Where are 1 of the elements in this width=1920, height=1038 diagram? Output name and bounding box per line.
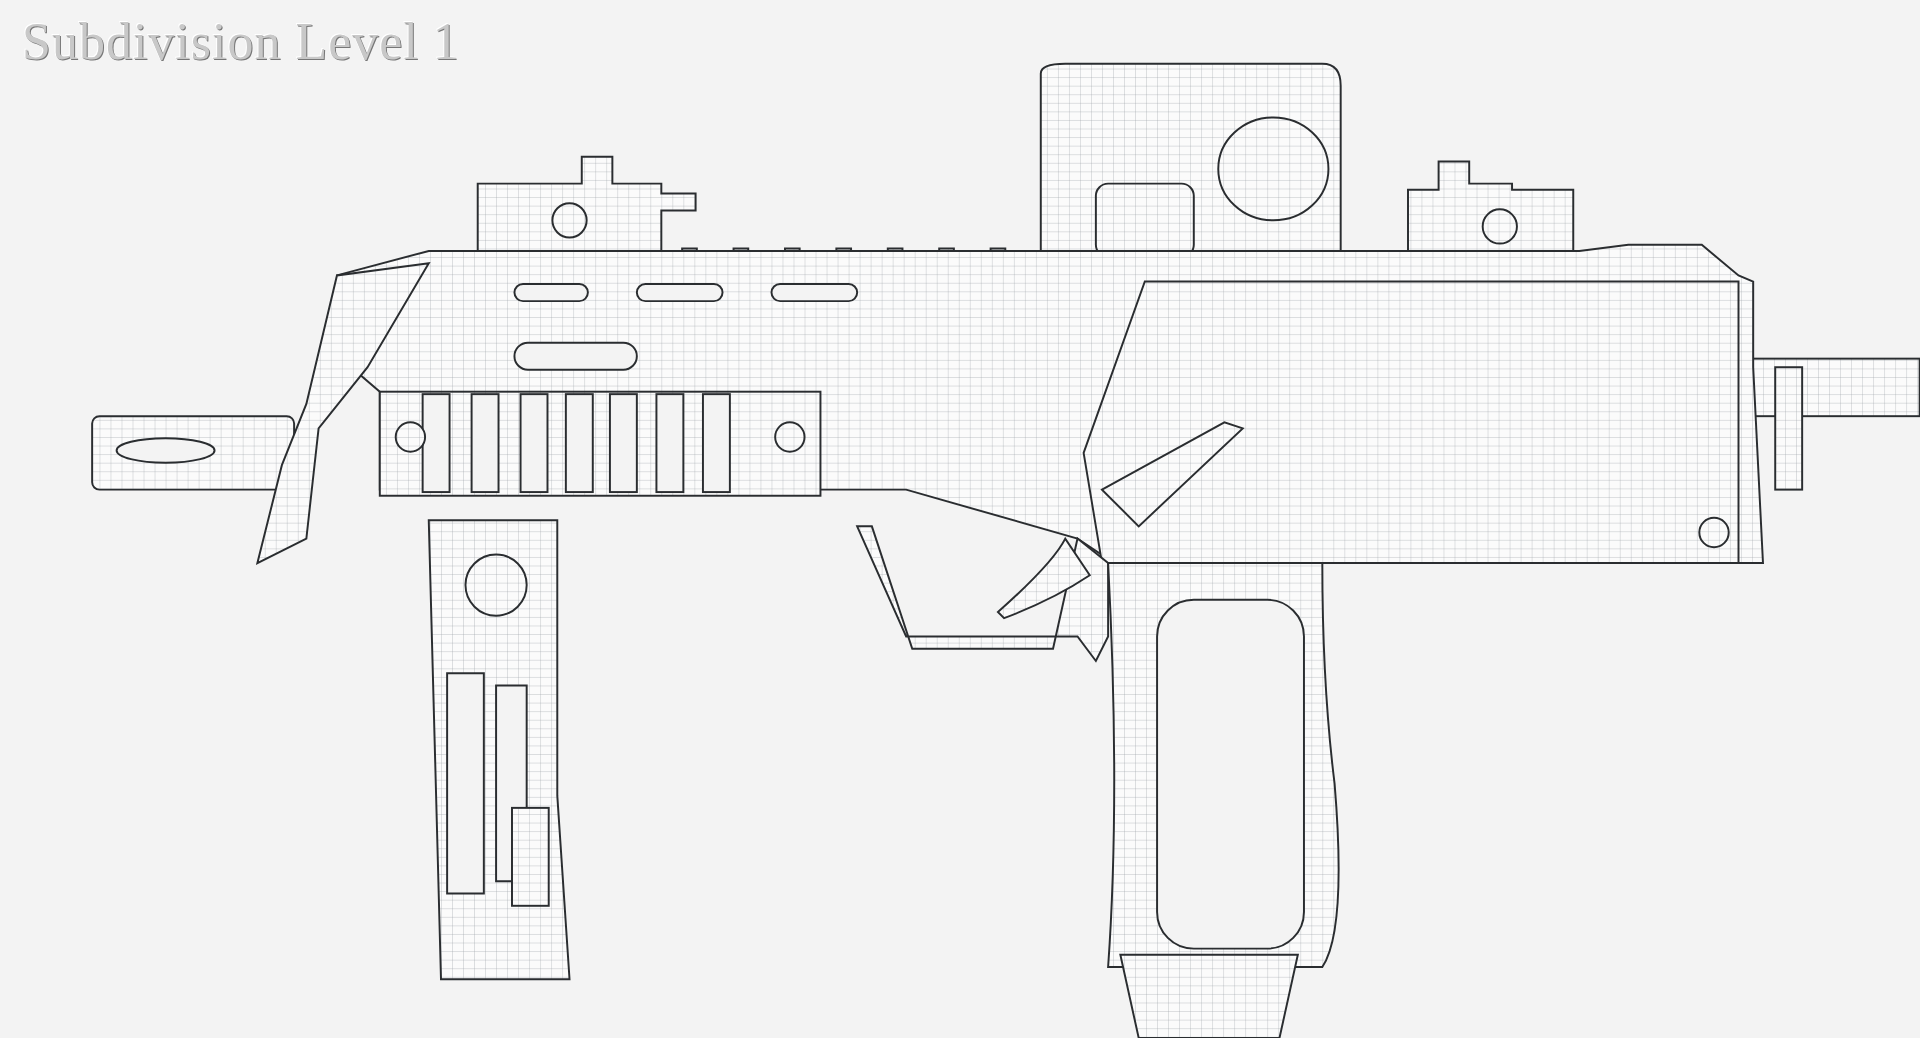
title-text: Subdivision Level 1 (22, 12, 460, 71)
